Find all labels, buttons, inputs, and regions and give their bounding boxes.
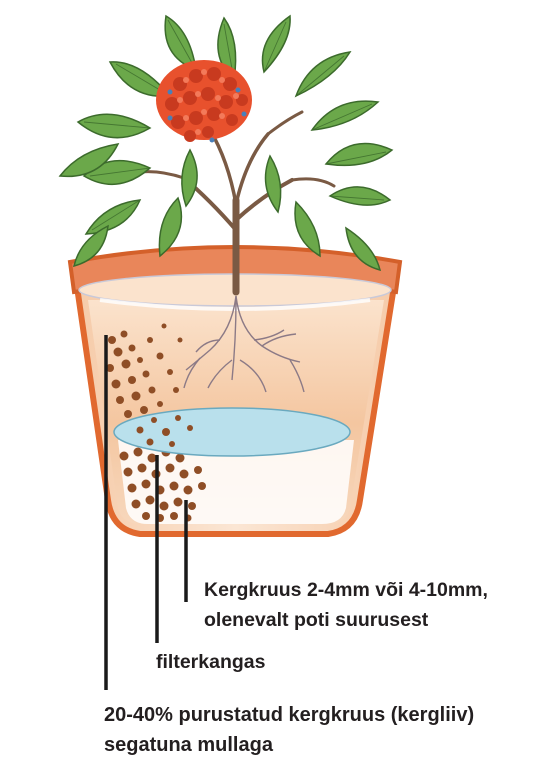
label-aggregate-line2: olenevalt poti suurusest [204, 605, 488, 635]
flower-cluster [156, 60, 252, 143]
label-aggregate-line1: Kergkruus 2-4mm või 4-10mm, [204, 575, 488, 605]
label-filter-text: filterkangas [156, 647, 265, 677]
label-mix-line2: segatuna mullaga [104, 730, 474, 760]
label-mix-line1: 20-40% purustatud kergkruus (kergliiv) [104, 700, 474, 730]
leaves [60, 16, 392, 270]
label-filter-fabric: filterkangas [156, 647, 265, 677]
filter-fabric-disc [114, 408, 350, 456]
label-soil-mix: 20-40% purustatud kergkruus (kergliiv) s… [104, 700, 474, 760]
label-expanded-clay-aggregate: Kergkruus 2-4mm või 4-10mm, olenevalt po… [204, 575, 488, 635]
